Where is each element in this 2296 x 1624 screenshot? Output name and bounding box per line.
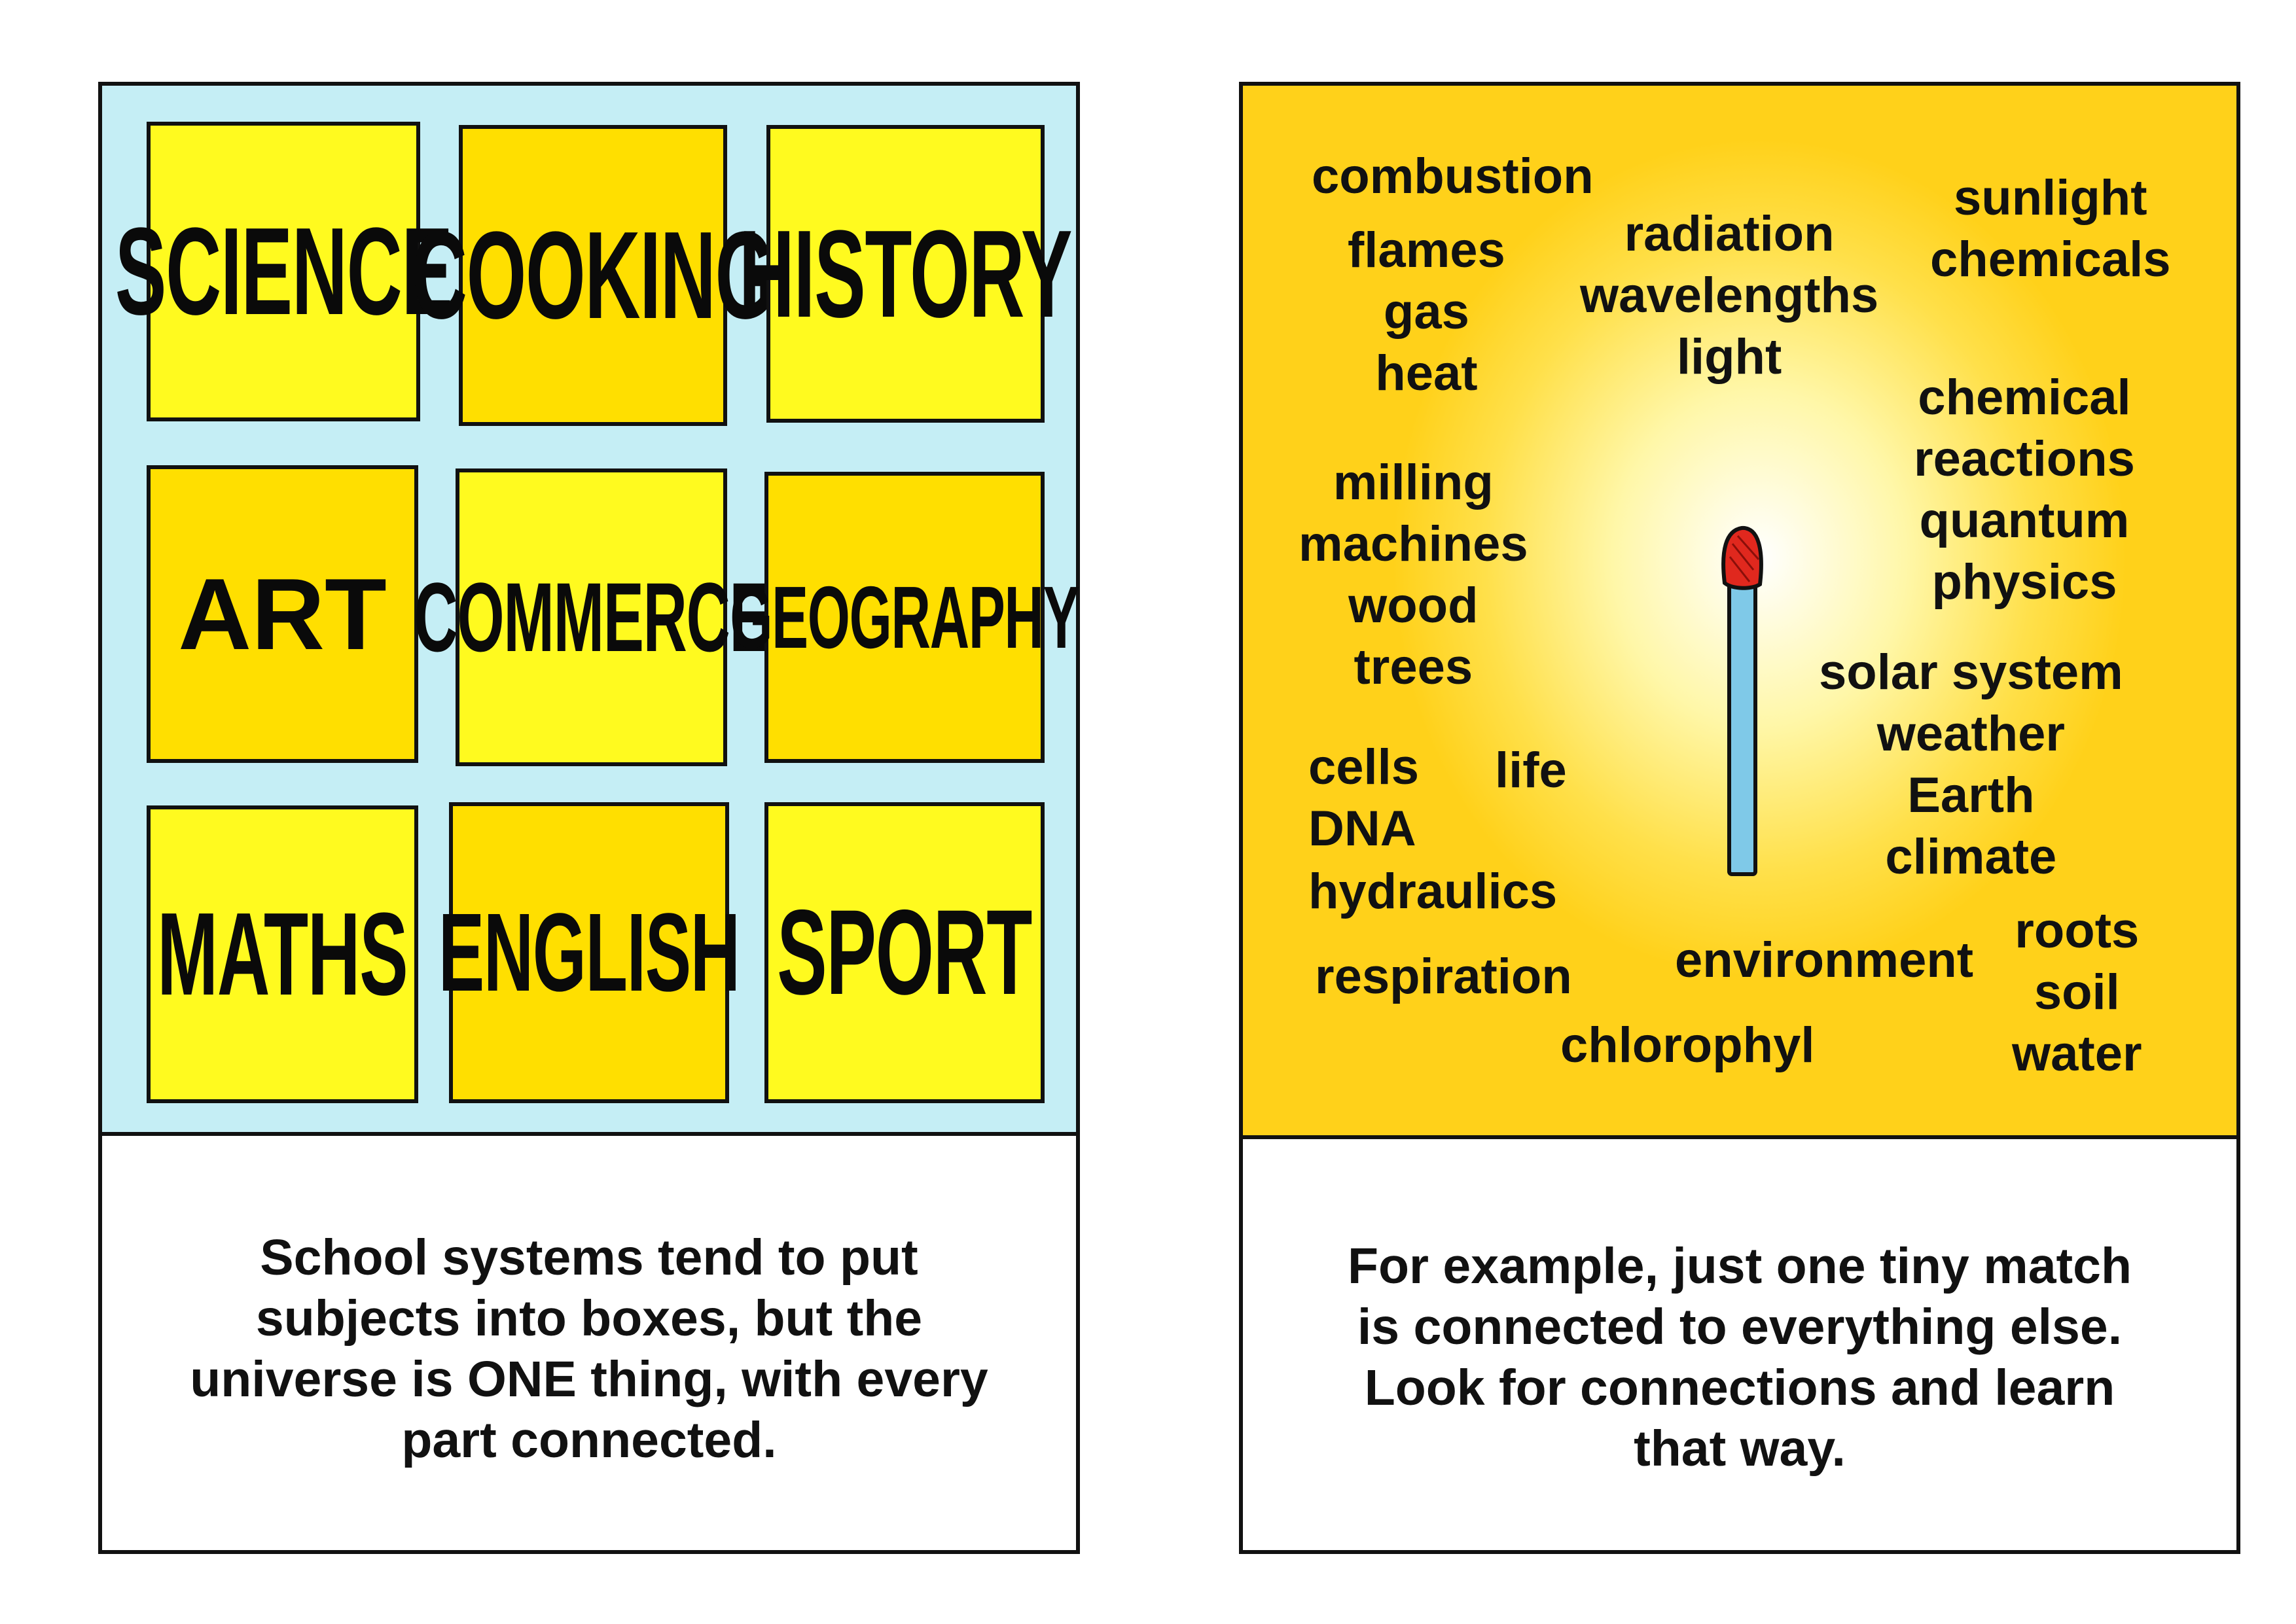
caption-line: Look for connections and learn [1364,1360,2115,1416]
word: milling [1333,455,1494,510]
word: machines [1299,516,1528,572]
word-group-chemical: chemical reactions quantum physics [1914,367,2135,613]
subject-box-maths: MATHS [147,805,418,1103]
word: weather [1876,706,2065,762]
word: flames [1348,222,1505,278]
word: heat [1375,345,1478,401]
word: chemicals [1930,232,2171,287]
word: water [2012,1026,2142,1082]
word-group-life: life [1495,740,1567,802]
caption-line: universe is ONE thing, with every [190,1351,988,1407]
subject-box-geography: GEOGRAPHY [730,472,1080,763]
caption-line: subjects into boxes, but the [255,1290,923,1347]
match-illustration [1721,525,1763,876]
subject-label: COOKING [411,206,775,345]
subject-box-history: HISTORY [739,125,1073,423]
word: gas [1383,284,1469,340]
word-group-milling: milling machines wood trees [1299,452,1528,698]
word-group-combustion: combustion [1312,146,1594,207]
word: reactions [1914,431,2135,487]
word: combustion [1312,149,1594,204]
caption-line: is connected to everything else. [1357,1299,2123,1355]
match-stick [1727,581,1757,876]
word: sunlight [1954,170,2147,226]
subject-box-sport: SPORT [764,802,1045,1103]
subject-box-science: SCIENCE [115,122,453,421]
word-group-solar: solar system weather Earth climate [1819,642,2123,888]
word: environment [1675,932,1974,988]
word: soil [2034,964,2120,1020]
subject-label: ENGLISH [439,891,740,1015]
word: Earth [1907,768,2035,823]
caption-line: School systems tend to put [260,1229,918,1286]
connections-area: combustion flames gas heat radiation wav… [1243,86,2236,1139]
word: chemical [1918,370,2131,425]
word: cells [1308,739,1420,795]
word: wood [1348,578,1479,633]
left-caption: School systems tend to put subjects into… [102,1227,1076,1471]
word: light [1676,329,1782,385]
caption-line: that way. [1634,1421,1846,1477]
subject-box-commerce: COMMERCE [414,468,770,766]
subject-label: GEOGRAPHY [730,568,1080,667]
caption-line: For example, just one tiny match [1347,1238,2132,1294]
right-caption: For example, just one tiny match is conn… [1243,1236,2236,1479]
word-group-hydraulics: hydraulics [1308,861,1557,923]
word-group-chlorophyl: chlorophyl [1560,1015,1814,1076]
word: chlorophyl [1560,1017,1815,1073]
word: radiation [1624,206,1835,262]
subject-label: HISTORY [739,204,1073,344]
subject-box-english: ENGLISH [439,802,740,1103]
right-panel: combustion flames gas heat radiation wav… [1239,82,2240,1554]
word: solar system [1819,644,2123,700]
subject-label: SCIENCE [115,202,453,341]
word: wavelengths [1580,268,1879,323]
word-group-roots: roots soil water [2012,900,2142,1085]
left-panel: SCIENCE COOKING HISTORY ART COMMERCE GEO… [98,82,1080,1554]
word: hydraulics [1308,864,1558,919]
match-head [1721,525,1763,590]
word: quantum [1919,493,2130,548]
match-head-shading [1729,535,1760,582]
word: climate [1885,829,2057,885]
word: DNA [1308,801,1416,856]
word: roots [2015,903,2140,959]
word-group-respiration: respiration [1315,946,1572,1008]
word: trees [1354,639,1473,695]
word-group-cells: cells DNA [1308,737,1419,860]
subject-label: MATHS [157,889,408,1020]
caption-line: part connected. [401,1412,777,1468]
word: respiration [1315,949,1572,1004]
word-group-environment: environment [1675,930,1973,991]
subject-label: SPORT [777,885,1033,1020]
subject-label: ART [178,557,387,671]
word-group-flames: flames gas heat [1348,220,1505,404]
word-group-radiation: radiation wavelengths light [1580,203,1878,388]
subject-label: COMMERCE [414,562,770,672]
word: life [1495,743,1567,798]
subject-boxes-area: SCIENCE COOKING HISTORY ART COMMERCE GEO… [102,86,1080,1136]
subject-box-cooking: COOKING [412,125,775,426]
subject-box-art: ART [147,465,418,763]
word-group-sunlight: sunlight chemicals [1930,168,2171,291]
word: physics [1931,554,2117,610]
